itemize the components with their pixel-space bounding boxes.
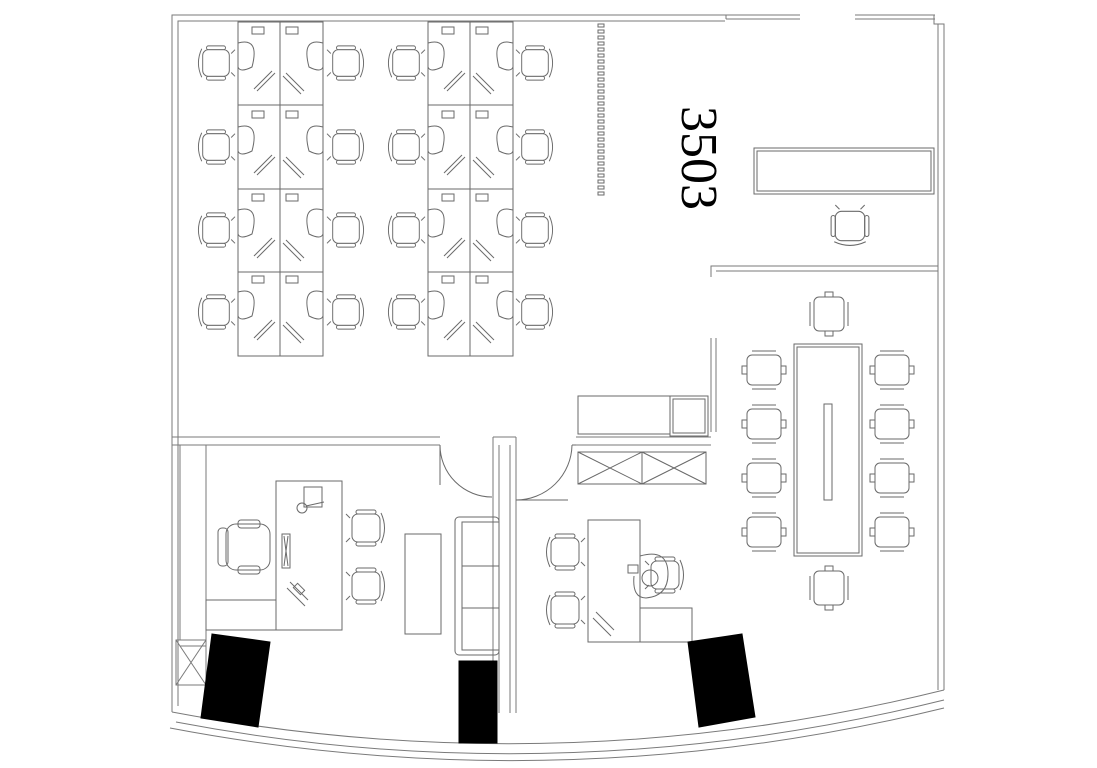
office-chair-icon xyxy=(345,567,385,605)
workstation-cluster-left xyxy=(237,21,324,357)
conference-chair xyxy=(869,404,915,444)
office-chair-icon xyxy=(197,212,236,248)
office-chair-icon xyxy=(326,129,365,165)
office-chair-icon xyxy=(830,204,870,246)
office-chair-icon xyxy=(197,45,915,629)
office-chair-icon xyxy=(546,591,586,629)
conference-chair xyxy=(869,512,915,552)
manager-desk xyxy=(587,519,693,643)
conference-chair xyxy=(741,404,787,444)
office-chair-icon xyxy=(515,212,554,248)
office-chair-icon xyxy=(515,129,554,165)
coffee-table xyxy=(404,533,442,635)
conference-table-icon xyxy=(793,343,863,557)
office-chair-icon xyxy=(197,45,236,81)
door-swing-icon xyxy=(439,444,576,501)
storage-cabinet xyxy=(577,451,707,485)
conference-chair xyxy=(741,458,787,498)
conference-chair xyxy=(809,565,849,611)
office-chair-icon xyxy=(546,533,586,571)
office-chair-icon xyxy=(326,212,365,248)
conference-chair xyxy=(869,350,915,390)
office-chair-icon xyxy=(387,129,426,165)
counter xyxy=(577,395,709,437)
sofa-icon xyxy=(454,516,500,656)
desk-chair-detail xyxy=(633,553,669,599)
workstation-cluster-right xyxy=(427,21,514,357)
workstation-desk-icon xyxy=(237,26,514,344)
room-number: 3503 xyxy=(670,106,727,210)
office-chair-icon xyxy=(387,294,426,330)
office-chair-icon xyxy=(515,294,554,330)
executive-chair xyxy=(217,519,271,575)
executive-desk xyxy=(205,480,343,631)
conference-chair xyxy=(741,512,787,552)
office-chair-icon xyxy=(644,556,684,594)
office-chair-icon xyxy=(326,45,365,81)
keyboard-icon xyxy=(281,533,291,569)
conference-chair xyxy=(869,458,915,498)
office-chair-icon xyxy=(197,294,236,330)
window-strip xyxy=(597,23,605,196)
office-chair-icon xyxy=(197,129,236,165)
structural-column-icon xyxy=(200,633,756,744)
conference-chair xyxy=(809,291,849,337)
office-chair-icon xyxy=(326,294,365,330)
conference-chair xyxy=(741,350,787,390)
office-chair-icon xyxy=(515,45,554,81)
office-chair-icon xyxy=(345,509,385,547)
outer-walls xyxy=(169,14,945,762)
partitions xyxy=(172,265,938,713)
office-chair-icon xyxy=(387,212,426,248)
office-chair-icon xyxy=(387,45,426,81)
long-cabinet xyxy=(753,147,935,195)
